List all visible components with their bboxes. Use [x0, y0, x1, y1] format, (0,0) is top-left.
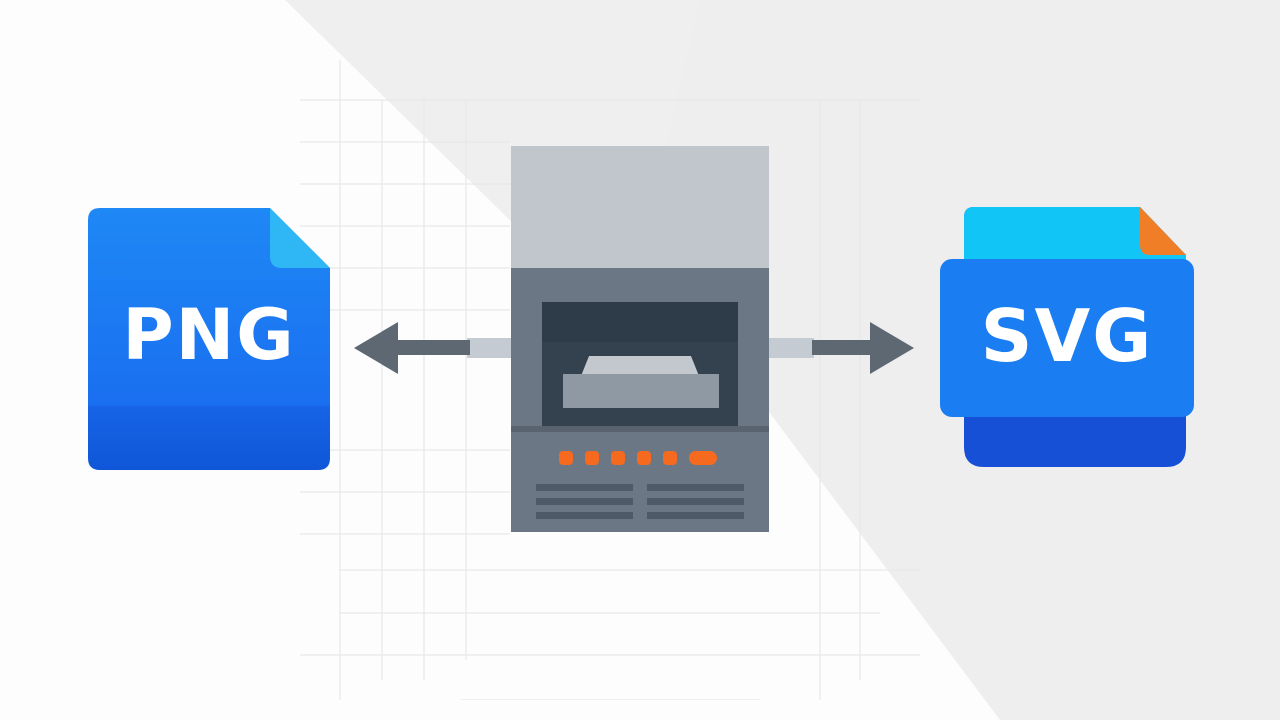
- png-file-icon: PNG: [88, 208, 330, 470]
- converter-machine-icon: [511, 146, 769, 532]
- background-grid: [300, 60, 920, 700]
- status-leds: [559, 451, 717, 465]
- arrow-right-icon: [768, 322, 914, 374]
- svg-label: SVG: [980, 294, 1154, 378]
- svg-file-icon: SVG: [940, 207, 1194, 469]
- arrow-left-icon: [354, 322, 512, 374]
- png-label: PNG: [122, 294, 296, 376]
